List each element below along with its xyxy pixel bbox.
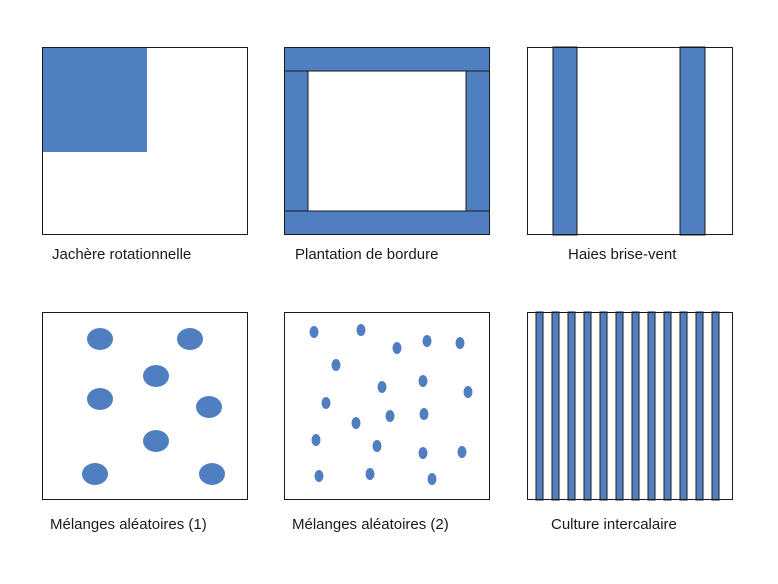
small-plant-dot (455, 337, 465, 349)
intercrop-stripe (615, 311, 624, 501)
panel-culture (527, 311, 733, 501)
haies-field (527, 46, 733, 236)
intercrop-stripe (663, 311, 672, 501)
small-plant-dot (418, 375, 428, 387)
small-plant-dot (392, 342, 402, 354)
panel-bordure (284, 47, 490, 235)
large-plant-dot (177, 328, 203, 350)
intercrop-stripe (567, 311, 576, 501)
border-strip-left (284, 71, 308, 211)
melange2-field (284, 312, 490, 500)
large-plant-dot (143, 430, 169, 452)
small-plant-dot (422, 335, 432, 347)
small-plant-dot (377, 381, 387, 393)
small-plant-dot (372, 440, 382, 452)
field-border (42, 312, 248, 500)
panel-jachere (42, 47, 248, 235)
intercrop-stripe (679, 311, 688, 501)
small-plant-dot (385, 410, 395, 422)
large-plant-dot (87, 388, 113, 410)
small-plant-dot (331, 359, 341, 371)
culture-field (527, 311, 733, 501)
large-plant-dot (87, 328, 113, 350)
inner-field (307, 70, 467, 212)
caption-melange1: Mélanges aléatoires (1) (50, 516, 207, 533)
bordure-field (284, 47, 490, 235)
small-plant-dot (351, 417, 361, 429)
caption-haies: Haies brise-vent (568, 246, 677, 263)
hedge-right (679, 46, 706, 236)
caption-culture: Culture intercalaire (551, 516, 677, 533)
small-plant-dot (365, 468, 375, 480)
intercrop-stripe (711, 311, 720, 501)
field-border (284, 312, 490, 500)
panel-melange1 (42, 312, 248, 500)
caption-bordure: Plantation de bordure (295, 246, 439, 263)
small-plant-dot (463, 386, 473, 398)
fallow-block (42, 47, 147, 152)
border-strip-bottom (284, 211, 490, 235)
caption-melange2: Mélanges aléatoires (2) (292, 516, 449, 533)
intercrop-stripe (583, 311, 592, 501)
small-plant-dot (356, 324, 366, 336)
field-border (42, 47, 248, 235)
border-strip-top (284, 47, 490, 71)
large-plant-dot (199, 463, 225, 485)
intercrop-stripe (551, 311, 560, 501)
small-plant-dot (457, 446, 467, 458)
field-border (284, 47, 490, 235)
melange1-field (42, 312, 248, 500)
small-plant-dot (311, 434, 321, 446)
panel-haies (527, 46, 733, 236)
large-plant-dot (196, 396, 222, 418)
hedge-left (552, 46, 578, 236)
field-border (527, 312, 733, 500)
intercrop-stripe (599, 311, 608, 501)
intercrop-stripe (647, 311, 656, 501)
small-plant-dot (419, 408, 429, 420)
small-plant-dot (427, 473, 437, 485)
small-plant-dot (418, 447, 428, 459)
jachere-field (42, 47, 248, 235)
large-plant-dot (143, 365, 169, 387)
small-plant-dot (309, 326, 319, 338)
border-strip-right (466, 71, 490, 211)
panel-melange2 (284, 312, 490, 500)
small-plant-dot (321, 397, 331, 409)
intercrop-stripe (631, 311, 640, 501)
field-border (527, 47, 733, 235)
intercrop-stripe (535, 311, 544, 501)
large-plant-dot (82, 463, 108, 485)
small-plant-dot (314, 470, 324, 482)
intercrop-stripe (695, 311, 704, 501)
caption-jachere: Jachère rotationnelle (52, 246, 192, 263)
